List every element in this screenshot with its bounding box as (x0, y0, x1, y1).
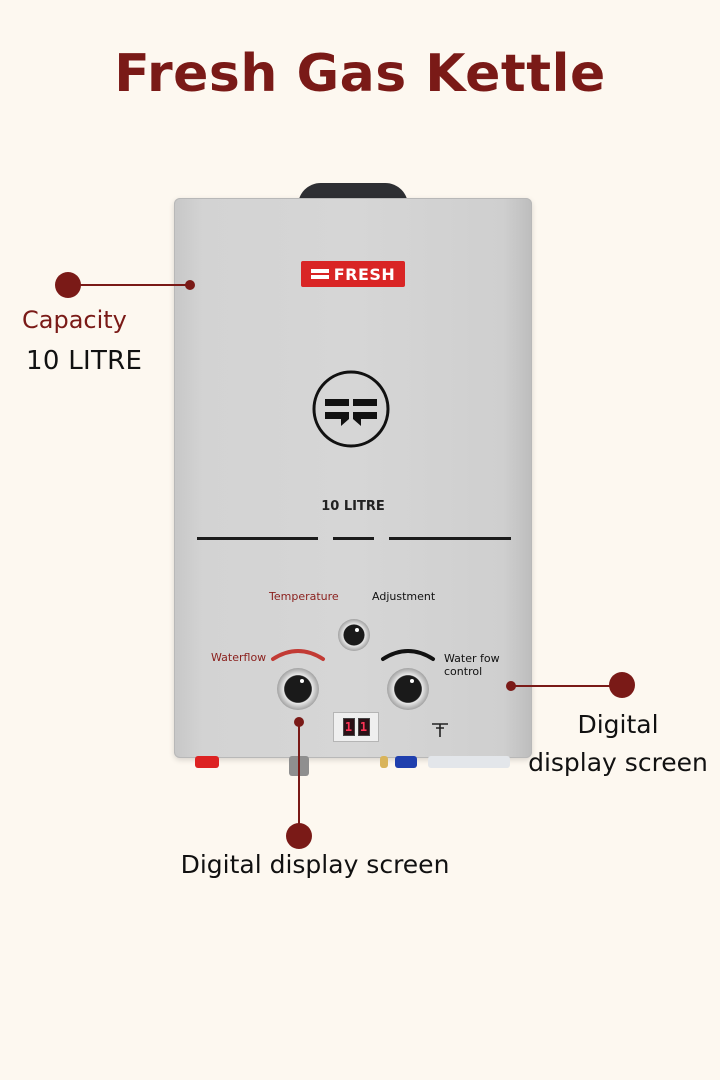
capacity-callout-value: 10 LITRE (26, 346, 143, 376)
cold-water-pipe (395, 756, 417, 768)
heater-capacity-text: 10 LITRE (321, 499, 385, 514)
panel-divider (389, 537, 511, 540)
fresh-logo-icon (310, 268, 329, 280)
hot-water-pipe (195, 756, 219, 768)
panel-divider (333, 537, 374, 540)
heater-body (174, 198, 532, 758)
valve-pin (380, 756, 388, 768)
brand-name: FRESH (333, 264, 396, 284)
waterflow-control-knob[interactable] (387, 668, 429, 710)
right-callout-dot (609, 672, 635, 698)
brand-badge: FRESH (301, 261, 405, 287)
fresh-emblem-icon (312, 370, 390, 448)
digital-display: 1 1 (333, 712, 379, 742)
waterflow-control-label-line2: control (444, 665, 483, 678)
right-callout-label-line2: display screen (528, 748, 708, 777)
waterflow-control-label: Water fow control (444, 652, 500, 678)
waterflow-arc (271, 649, 325, 661)
page-title: Fresh Gas Kettle (114, 44, 606, 104)
display-digit: 1 (357, 718, 370, 736)
right-callout-label-line1: Digital (577, 710, 659, 739)
right-callout-line (511, 685, 621, 687)
bottom-callout-dot (286, 823, 312, 849)
bottom-callout-label: Digital display screen (180, 850, 450, 879)
capacity-callout-line (68, 284, 190, 286)
temperature-knob[interactable] (338, 619, 370, 651)
panel-divider (197, 537, 318, 540)
adjustment-label: Adjustment (372, 590, 436, 603)
capacity-anchor-dot (185, 280, 195, 290)
waterflow-control-label-line1: Water fow (444, 652, 500, 665)
waterflow-knob[interactable] (277, 668, 319, 710)
tap-icon (432, 723, 448, 737)
capacity-callout-label: Capacity (22, 306, 127, 334)
waterflow-label: Waterflow (211, 651, 267, 664)
battery-box (428, 756, 510, 768)
bottom-callout-line (298, 722, 300, 828)
right-callout-label: Digital display screen (518, 706, 718, 782)
display-digit: 1 (342, 718, 355, 736)
waterflow-control-arc (381, 649, 435, 661)
temperature-label: Temperature (269, 590, 339, 603)
